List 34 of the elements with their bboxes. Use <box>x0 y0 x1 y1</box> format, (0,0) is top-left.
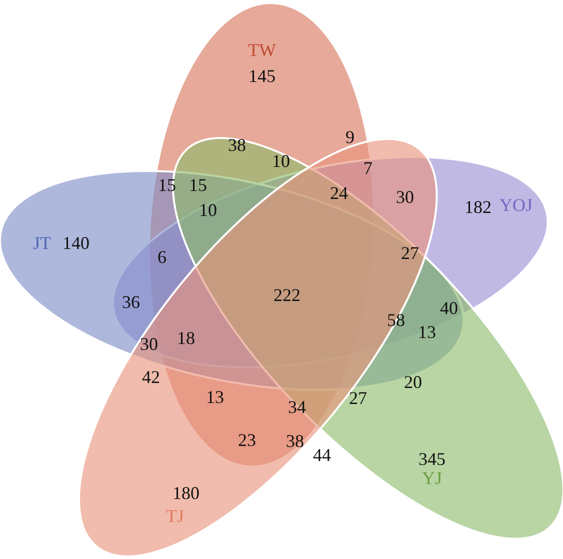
count-label: 24 <box>330 184 348 202</box>
set-name: YJ <box>422 468 442 487</box>
set-name: YOJ <box>499 196 532 214</box>
count-label: 30 <box>140 335 158 353</box>
count-label: 145 <box>248 66 276 85</box>
count-label: 42 <box>142 368 160 386</box>
count-label: 140 <box>62 234 90 252</box>
count-label: 20 <box>404 373 422 391</box>
count-label: 27 <box>349 389 367 407</box>
count-label: 345 <box>418 450 446 468</box>
count-label: 44 <box>313 446 331 464</box>
count-label: 7 <box>364 159 372 177</box>
count-label: 15 <box>189 176 207 194</box>
count-label: 38 <box>286 432 304 450</box>
count-label: 182 <box>464 198 492 216</box>
count-label: 34 <box>288 398 306 416</box>
count-label: 10 <box>199 201 217 219</box>
count-label: 30 <box>396 188 414 206</box>
count-label: 40 <box>440 299 458 317</box>
set-name: TW <box>248 40 276 59</box>
count-label: 18 <box>177 329 195 347</box>
count-label: 10 <box>272 152 290 170</box>
count-label: 180 <box>172 484 200 502</box>
count-label: 222 <box>274 286 300 304</box>
count-label: 6 <box>158 248 166 266</box>
set-name: JT <box>32 234 51 252</box>
count-label: 38 <box>228 136 246 154</box>
count-label: 27 <box>401 244 419 262</box>
set-name: TJ <box>166 506 184 525</box>
count-label: 13 <box>418 323 436 341</box>
count-label: 23 <box>238 431 256 449</box>
count-label: 36 <box>122 293 140 311</box>
count-label: 9 <box>346 128 354 146</box>
count-label: 13 <box>206 388 224 406</box>
